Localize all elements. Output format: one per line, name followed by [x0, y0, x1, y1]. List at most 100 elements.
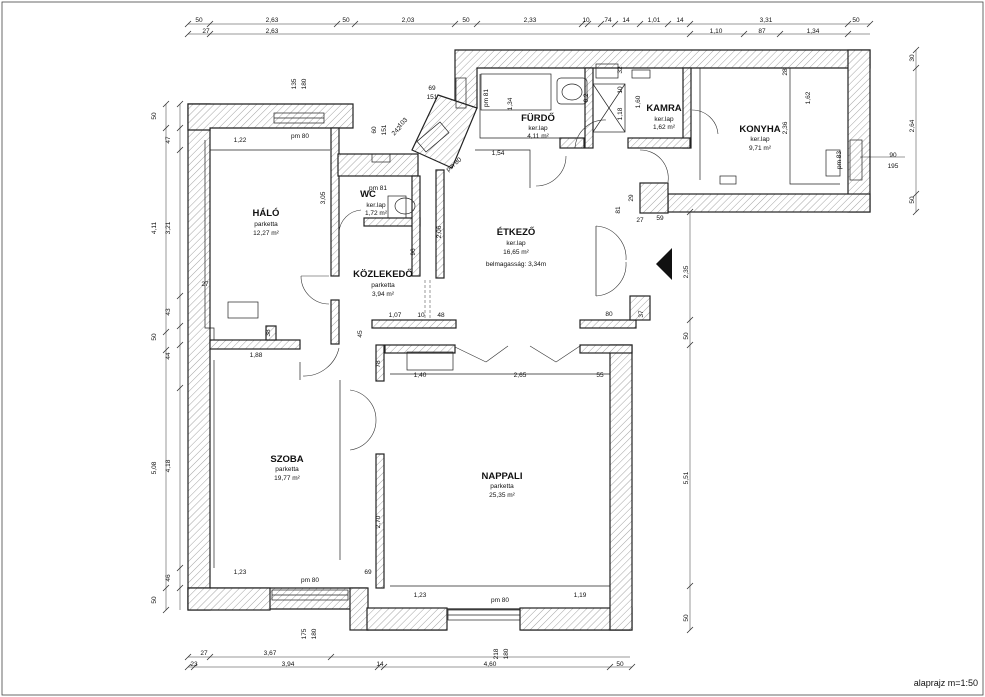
dimension-tick [912, 46, 920, 54]
dim-label: 2,70 [375, 515, 382, 528]
dim-label: 1,22 [234, 137, 247, 144]
dimension-tick [611, 20, 619, 28]
dimension-tick [844, 30, 852, 38]
dim-label: 10 [417, 312, 425, 319]
dimension-tick [866, 20, 874, 28]
dim-label: 218 [493, 648, 500, 659]
dim-label: 1,34 [507, 97, 514, 110]
room-area: 1,72 m² [365, 210, 388, 217]
room-wc: WC ker.lap 1,72 m² [360, 189, 388, 217]
dim-label: 4,18 [165, 459, 172, 472]
dimension-tick [686, 20, 694, 28]
scale-label: alaprajz m=1:50 [914, 678, 978, 688]
dim-label: 14 [676, 17, 684, 24]
dimension-tick [740, 30, 748, 38]
dim-label: 50 [342, 17, 350, 24]
dim-label: 60 [371, 126, 378, 134]
dimension-tick [176, 124, 184, 132]
dim-label: 32 [617, 66, 624, 74]
room-floor: parketta [275, 466, 299, 473]
dim-label: 6,2 [583, 93, 590, 102]
dimension-tick [184, 663, 192, 671]
dim-label: 27 [200, 650, 208, 657]
room-area: 19,77 m² [274, 475, 300, 482]
room-floor: parketta [371, 282, 395, 289]
room-etkezo: ÉTKEZŐ ker.lap 16,65 m² belmagasság: 3,3… [486, 226, 546, 268]
dim-label: 2,35 [683, 265, 690, 278]
dim-label: 27 [636, 217, 644, 224]
dim-label: 29 [628, 194, 635, 202]
dim-label: 50 [909, 196, 916, 204]
dimension-tick [162, 584, 170, 592]
dim-label: 14 [622, 17, 630, 24]
dim-label: 1,07 [389, 312, 402, 319]
room-name: WC [360, 189, 376, 200]
dimension-tick [686, 626, 694, 634]
dim-label: 69 [428, 85, 436, 92]
dimension-tick [380, 663, 388, 671]
dim-label: 47 [165, 136, 172, 144]
dim-label: 30 [909, 54, 916, 62]
dimension-tick [597, 20, 605, 28]
dim-label: 28 [782, 68, 789, 76]
dim-label: 81 [615, 206, 622, 214]
dimension-tick [162, 606, 170, 614]
room-name: KÖZLEKEDŐ [353, 268, 413, 280]
dimension-tick [206, 653, 214, 661]
dim-label: 2,65 [514, 372, 527, 379]
dimension-tick [176, 146, 184, 154]
dim-label: 180 [503, 648, 510, 659]
dimension-tick [184, 20, 192, 28]
room-name: FÜRDŐ [521, 112, 555, 124]
dim-label: 2,03 [402, 17, 415, 24]
dim-label: 45 [357, 330, 364, 338]
dimension-tick [912, 190, 920, 198]
dimension-tick [578, 20, 586, 28]
room-area: 16,65 m² [503, 249, 529, 256]
room-name: HÁLÓ [253, 207, 280, 219]
dim-label: 46 [165, 574, 172, 582]
dim-label: 14 [376, 661, 384, 668]
dim-label: 2,64 [909, 119, 916, 132]
dimension-tick [184, 30, 192, 38]
walls [187, 49, 871, 631]
room-floor: ker.lap [528, 125, 548, 132]
room-area: 4,11 m² [527, 133, 549, 140]
dimension-tick [584, 20, 592, 28]
dimension-tick [844, 20, 852, 28]
dimension-tick [776, 30, 784, 38]
dimension-ticks [162, 20, 920, 671]
room-height-note: belmagasság: 3,34m [486, 261, 546, 268]
window-label: pm 81 [369, 185, 387, 192]
room-area: 3,94 m² [372, 291, 395, 298]
dimension-tick [686, 30, 694, 38]
dim-label: 1,62 [805, 91, 812, 104]
dim-label: 151 [381, 124, 388, 135]
interior-lines [204, 63, 841, 587]
dim-label: 5,51 [683, 471, 690, 484]
dimension-tick [628, 663, 636, 671]
dim-label: 50 [852, 17, 860, 24]
room-name: KAMRA [646, 103, 681, 114]
dim-label: 1,23 [414, 592, 427, 599]
dim-label: 2,06 [436, 225, 443, 238]
dimension-tick [206, 20, 214, 28]
room-name: NAPPALI [482, 471, 523, 482]
room-konyha: KONYHA ker.lap 9,71 m² [739, 124, 780, 152]
dim-label: 2,36 [782, 121, 789, 134]
dim-label: 80 [605, 311, 613, 318]
dim-label: 3,67 [264, 650, 277, 657]
room-floor: parketta [490, 483, 514, 490]
room-area: 1,62 m² [653, 124, 676, 131]
dim-label: 180 [301, 78, 308, 89]
dim-label: 90 [889, 152, 897, 159]
room-labels: HÁLÓ parketta 12,27 m² WC ker.lap 1,72 m… [253, 103, 781, 499]
dim-label: 4,11 [151, 222, 158, 235]
room-area: 9,71 m² [749, 145, 772, 152]
dim-label: 1,19 [574, 592, 587, 599]
dim-label: 87 [758, 28, 766, 35]
dim-label: 2,63 [266, 28, 279, 35]
